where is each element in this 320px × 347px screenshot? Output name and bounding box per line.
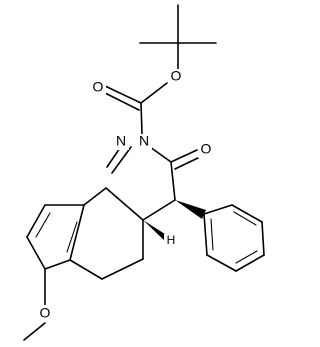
structure-canvas: O O N N O H O bbox=[23, 4, 265, 341]
atom-labels: O O N N O H O bbox=[37, 68, 214, 321]
atom-o-ketone: O bbox=[201, 141, 212, 157]
chemical-structure: O O N N O H O bbox=[23, 4, 265, 341]
dihydro-ring bbox=[69, 187, 144, 280]
pyridazinone-ring bbox=[105, 141, 201, 221]
methoxy-group bbox=[23, 268, 46, 341]
phenyl-ring bbox=[203, 204, 265, 272]
atom-n-right: N bbox=[139, 133, 149, 149]
tert-butyl-group bbox=[139, 4, 217, 72]
boc-carbamate-group bbox=[102, 82, 168, 135]
stereo-h-wedge bbox=[143, 220, 168, 244]
atom-h-stereo: H bbox=[167, 233, 176, 247]
benzo-ring bbox=[26, 204, 85, 270]
phenyl-attachment-wedge bbox=[175, 200, 206, 219]
atom-o-methoxy: O bbox=[40, 305, 51, 321]
atom-o-ester: O bbox=[171, 68, 182, 84]
atom-o-carbonyl: O bbox=[93, 79, 104, 95]
atom-n-left: N bbox=[116, 133, 126, 149]
